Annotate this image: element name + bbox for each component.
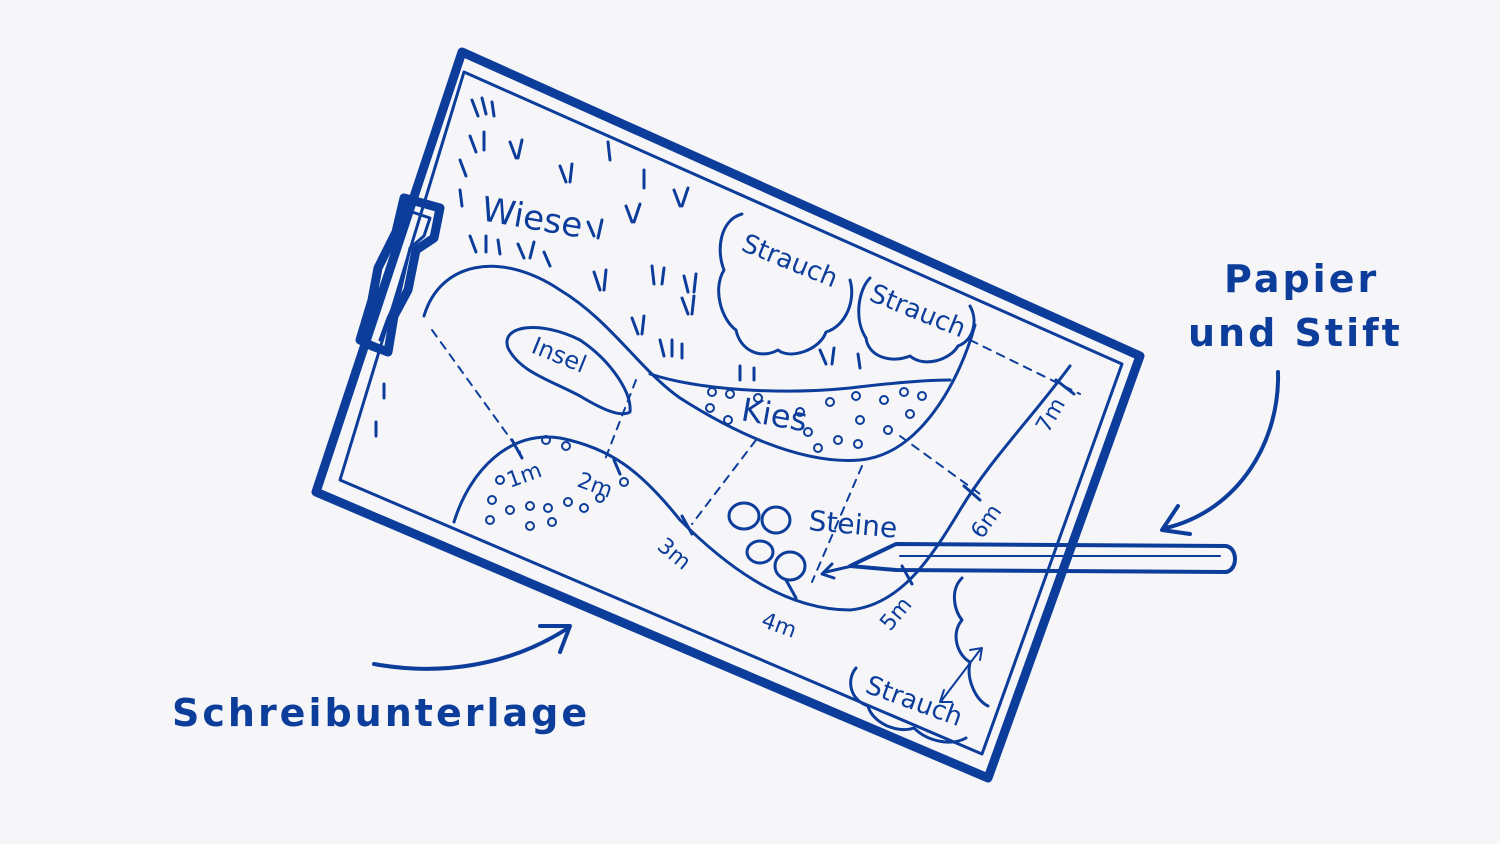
measurement-ticks bbox=[510, 378, 1076, 600]
label-wiese: Wiese bbox=[478, 189, 585, 246]
measure-6m: 6m bbox=[966, 500, 1007, 543]
bush-2 bbox=[857, 276, 976, 364]
island bbox=[505, 326, 632, 416]
clipboard-inner bbox=[338, 70, 1124, 756]
measure-3m: 3m bbox=[652, 533, 695, 575]
label-insel: Insel bbox=[528, 332, 591, 379]
measure-2m: 2m bbox=[574, 468, 616, 504]
measure-7m: 7m bbox=[1032, 394, 1071, 437]
grass-marks bbox=[374, 96, 862, 438]
measurement-lines bbox=[431, 329, 1081, 583]
bush-3 bbox=[849, 576, 990, 744]
measure-1m: 1m bbox=[504, 458, 546, 494]
arrow-paper bbox=[1160, 370, 1281, 536]
bush-1 bbox=[717, 212, 854, 356]
annotation-clipboard: Schreibunterlage bbox=[172, 691, 590, 735]
pencil-icon bbox=[820, 542, 1237, 580]
gravel-dots bbox=[705, 387, 927, 453]
measure-4m: 4m bbox=[758, 608, 800, 644]
gravel-dots-left bbox=[485, 435, 629, 531]
clip-icon bbox=[355, 193, 445, 357]
arrow-clipboard bbox=[372, 624, 572, 671]
annotation-paper-line2: und Stift bbox=[1188, 311, 1403, 355]
label-steine: Steine bbox=[807, 504, 898, 545]
stones bbox=[727, 501, 807, 582]
annotation-paper-line1: Papier bbox=[1224, 257, 1379, 301]
label-kies: Kies bbox=[739, 390, 811, 439]
gravel-area bbox=[485, 372, 952, 531]
double-arrow bbox=[939, 647, 983, 703]
label-strauch-1: Strauch bbox=[737, 229, 841, 294]
